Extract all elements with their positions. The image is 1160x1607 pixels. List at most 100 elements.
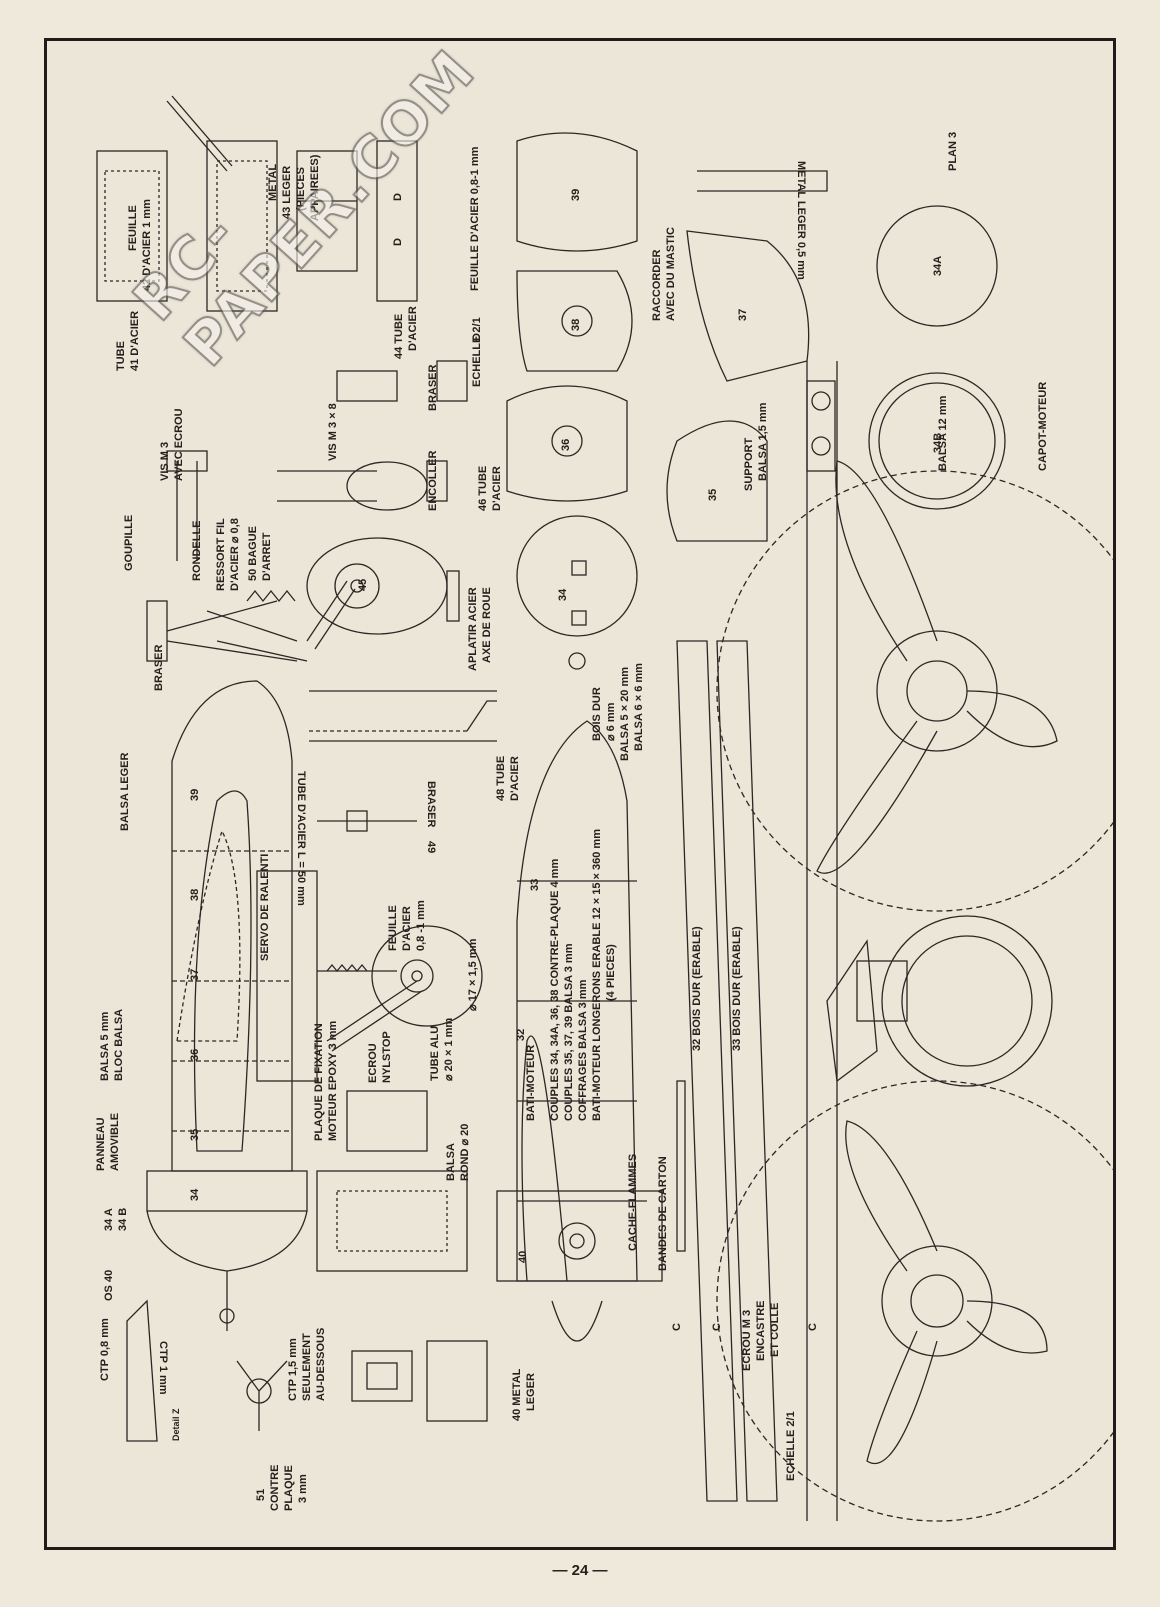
label-ctp15: CTP 1,5 mm (287, 1338, 299, 1401)
label-os40: OS 40 (103, 1269, 115, 1301)
frames-right (666, 170, 1006, 542)
label-p39: 39 (570, 188, 582, 201)
label-p34A: 34A (932, 255, 944, 276)
label-couples5: (4 PIECES) (605, 944, 617, 1001)
label-tube41b: 41 D'ACIER (129, 310, 141, 371)
label-braser3: BRASER (425, 781, 437, 828)
label-p38: 38 (570, 318, 582, 331)
label-d1: D (392, 193, 404, 201)
label-bandes-carton: BANDES DE CARTON (657, 1156, 669, 1271)
label-plan: PLAN 3 (947, 131, 959, 171)
label-f35: 35 (189, 1128, 201, 1141)
label-echelle21b: ECHELLE 2/1 (785, 1411, 797, 1481)
label-ecrou-m3: ECROU M 3 (741, 1309, 753, 1371)
label-p37: 37 (737, 308, 749, 321)
label-couples2: COUPLES 35, 37, 39 BALSA 3 mm (563, 943, 575, 1122)
label-bois33: 33 BOIS DUR (ERABLE) (731, 926, 743, 1051)
label-metal40: 40 METAL (511, 1368, 523, 1421)
label-balsa-rond: BALSA (445, 1143, 457, 1181)
label-feuille42b: 42 D'ACIER 1 mm (141, 199, 153, 291)
label-couples3: COFFRAGES BALSA 3 mm (577, 979, 589, 1121)
technical-plan-drawing (96, 95, 1113, 1522)
label-ecrou: ECROU (367, 1043, 379, 1083)
label-tube44: 44 TUBE (393, 313, 405, 359)
label-support: SUPPORT (743, 437, 755, 491)
label-f34: 34 (189, 1188, 201, 1201)
label-balsa520: BALSA 5 × 20 mm (619, 666, 631, 761)
label-cache-flammes: CACHE-FLAMMES (627, 1153, 639, 1251)
label-ressort: RESSORT FIL (215, 518, 227, 591)
label-metal-leger05: METAL LEGER 0,5 mm (795, 161, 807, 280)
label-metal43b: 43 LEGER (281, 165, 293, 219)
label-feuille08c: 0,8 -1 mm (415, 900, 427, 951)
label-aplatir: APLATIR ACIER (467, 587, 479, 671)
label-feuille47: FEUILLE D'ACIER 0,8-1 mm (469, 146, 481, 291)
label-couples1: COUPLES 34, 34A, 36, 38 CONTRE-PLAQUE 4 … (549, 858, 561, 1121)
label-ctp15c: AU-DESSOUS (315, 1327, 327, 1401)
label-metal43d: APPAIREES) (309, 154, 321, 221)
label-bois-dur: BOIS DUR (591, 687, 603, 741)
label-detail-z: Detail Z (171, 1408, 181, 1441)
label-bati-moteur: BATI-MOTEUR (525, 1044, 537, 1121)
label-couples4: BATI-MOTEUR LONGERONS ERABLE 12 × 15 × 3… (591, 829, 603, 1121)
label-vism3ecroub: AVEC ECROU (173, 408, 185, 481)
label-tube-alub: ⌀ 20 × 1 mm (443, 1017, 455, 1081)
fuselage-side-view (496, 720, 686, 1342)
label-ctp15b: SEULEMENT (301, 1333, 313, 1401)
label-f39: 39 (189, 788, 201, 801)
label-feuille42: FEUILLE (127, 205, 139, 251)
label-contre51c: PLAQUE (283, 1465, 295, 1511)
label-ctp1: CTP 1 mm (157, 1341, 169, 1395)
label-capot: CAPOT-MOTEUR (1037, 381, 1049, 471)
label-d2: D (392, 238, 404, 246)
landing-gear-parts (96, 95, 468, 561)
label-metal43c: (PIECES (295, 166, 307, 211)
label-balsa-rondb: ROND ⌀ 20 (459, 1123, 471, 1181)
label-ecrou-m3b: ENCASTRE (755, 1300, 767, 1361)
label-goupille: GOUPILLE (123, 514, 135, 571)
label-f37: 37 (189, 968, 201, 981)
label-raccorderb: AVEC DU MASTIC (665, 227, 677, 321)
label-metal40b: LEGER (525, 1373, 537, 1411)
label-vism3x8: VIS M 3 × 8 (327, 403, 339, 461)
detail-parts (126, 570, 497, 1442)
label-tube48b: D'ACIER (509, 756, 521, 801)
label-f33: 33 (529, 878, 541, 891)
label-bague: 50 BAGUE (247, 525, 259, 581)
label-f36: 36 (189, 1048, 201, 1061)
label-contre51b: CONTRE (269, 1464, 281, 1511)
nacelle-side-view (146, 680, 483, 1331)
label-metal43: METAL (267, 163, 279, 201)
label-ctp08: CTP 0,8 mm (99, 1318, 111, 1381)
label-34b: 34 B (117, 1207, 129, 1231)
label-c2: C (711, 1323, 723, 1331)
engine-bearers (676, 640, 778, 1502)
label-plaque: PLAQUE DE FIXATION (313, 1023, 325, 1141)
label-49: 49 (425, 841, 437, 854)
label-tube-alu: TUBE ALU (429, 1025, 441, 1081)
label-tube41: TUBE (115, 341, 127, 371)
label-tube46: 46 TUBE (477, 465, 489, 511)
label-contre51: 51 (255, 1488, 267, 1501)
label-rondelle: RONDELLE (191, 520, 203, 582)
label-d3: D (471, 333, 483, 341)
label-ecrou-m3c: ET COLLE (769, 1302, 781, 1357)
label-balsa66: BALSA 6 × 6 mm (633, 663, 645, 751)
label-encoller: ENCOLLER (427, 450, 439, 512)
label-bagueb: D'ARRET (261, 532, 273, 581)
label-raccorder: RACCORDER (651, 249, 663, 322)
label-tube44b: D'ACIER (407, 306, 419, 351)
label-d17: ⌀ 17 × 1,5 mm (467, 938, 479, 1011)
label-bois-durb: ⌀ 6 mm (605, 702, 617, 741)
label-tube-acier-l: TUBE D'ACIER L = 50 mm (295, 771, 307, 906)
label-supportb: BALSA 1,5 mm (757, 402, 769, 481)
label-34a: 34 A (103, 1208, 115, 1231)
frames-column (506, 132, 638, 670)
label-f32: 32 (515, 1028, 527, 1041)
label-plaqueb: MOTEUR EPOXY 3 mm (327, 1020, 339, 1141)
label-bloc-balsa: BLOC BALSA (113, 1008, 125, 1081)
label-vism3ecrou: VIS M 3 (159, 441, 171, 481)
label-tube46b: D'ACIER (491, 466, 503, 511)
label-echelle21: ECHELLE 2/1 (471, 317, 483, 387)
label-balsa-leger: BALSA LEGER (119, 752, 131, 831)
